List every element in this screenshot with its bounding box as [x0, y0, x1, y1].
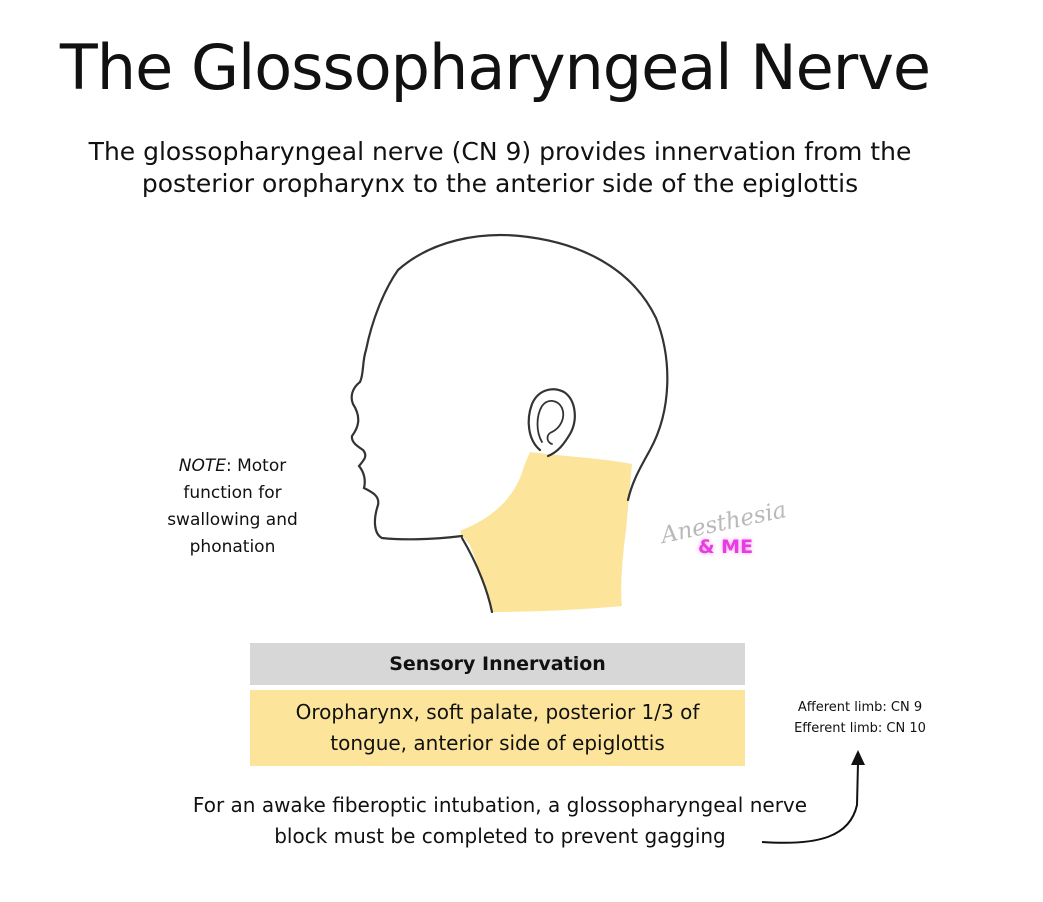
sensory-innervation-header: Sensory Innervation: [250, 643, 745, 685]
reflex-limbs-note: Afferent limb: CN 9 Efferent limb: CN 10: [770, 697, 950, 739]
note-line-2: function for: [183, 483, 282, 503]
page-title: The Glossopharyngeal Nerve: [59, 31, 931, 104]
footer-line-1: For an awake fiberoptic intubation, a gl…: [192, 793, 808, 817]
subtitle: The glossopharyngeal nerve (CN 9) provid…: [40, 136, 960, 200]
motor-function-note: NOTE: Motor function for swallowing and …: [140, 453, 325, 561]
head-outline: [350, 233, 669, 541]
ear-inner: [536, 400, 565, 445]
subtitle-line-2: posterior oropharynx to the anterior sid…: [141, 169, 859, 198]
ear-outline: [527, 388, 576, 458]
note-line-1: NOTE: Motor: [140, 453, 325, 480]
note-label: NOTE: [178, 456, 226, 476]
footer-note: For an awake fiberoptic intubation, a gl…: [140, 790, 860, 852]
afferent-limb: Afferent limb: CN 9: [797, 700, 923, 715]
neck-front-outline: [460, 536, 494, 614]
subtitle-line-1: The glossopharyngeal nerve (CN 9) provid…: [88, 137, 912, 166]
arrow-line: [761, 762, 859, 844]
sensory-innervation-text: Oropharynx, soft palate, posterior 1/3 o…: [295, 700, 700, 755]
arrow-head: [851, 750, 865, 765]
watermark-logo: Anesthesia & ME: [659, 497, 790, 566]
sensory-innervation-cell: Oropharynx, soft palate, posterior 1/3 o…: [250, 690, 745, 766]
footer-line-2: block must be completed to prevent gaggi…: [274, 824, 726, 848]
note-line-4: phonation: [189, 537, 276, 557]
watermark-me: & ME: [698, 536, 754, 558]
innervation-region: [460, 452, 632, 612]
efferent-limb: Efferent limb: CN 10: [794, 721, 926, 736]
note-text: : Motor: [225, 456, 287, 476]
note-line-3: swallowing and: [167, 510, 298, 530]
